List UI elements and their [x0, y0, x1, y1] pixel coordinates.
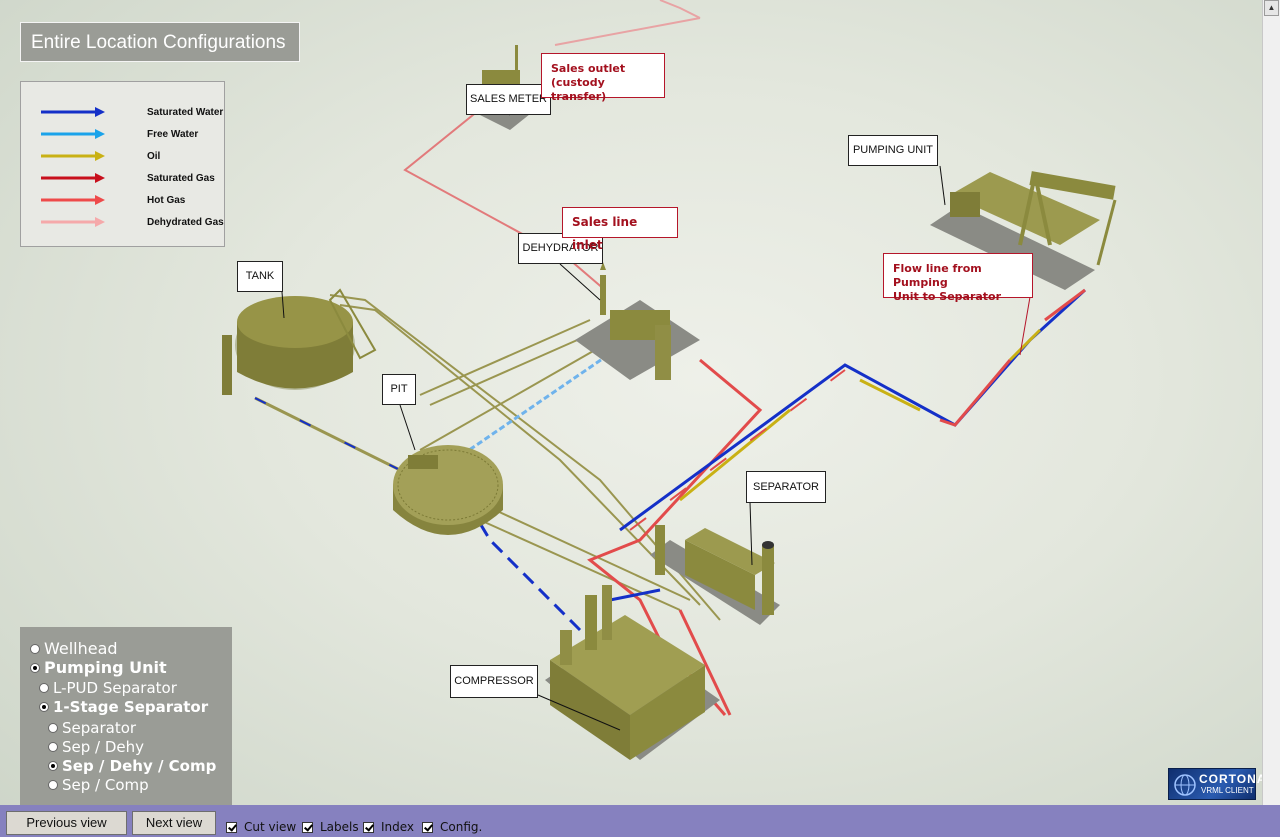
legend-label: Saturated Gas — [147, 172, 215, 184]
page-title: Entire Location Configurations — [20, 22, 300, 62]
checkbox-icon[interactable] — [422, 821, 433, 833]
tank-equipment[interactable] — [222, 288, 377, 395]
nav-pumping-unit[interactable]: Pumping Unit — [30, 658, 167, 677]
next-view-button[interactable]: Next view — [132, 811, 216, 835]
radio-icon[interactable] — [39, 702, 49, 712]
arrow-icon — [41, 173, 105, 183]
callout-line-2: (custody transfer) — [551, 76, 607, 103]
brand-name: CORTONA — [1199, 772, 1267, 786]
vertical-scrollbar[interactable]: ▲ — [1262, 0, 1280, 805]
pit-equipment[interactable] — [393, 445, 503, 535]
label-separator[interactable]: SEPARATOR — [746, 471, 826, 503]
legend-label: Saturated Water — [147, 106, 224, 118]
flow-line-pumping-unit — [619, 288, 1087, 532]
radio-icon[interactable] — [39, 683, 49, 693]
checkbox-icon[interactable] — [363, 821, 374, 833]
index-checkbox[interactable]: Index — [363, 820, 414, 834]
callout-line-1: Sales outlet — [551, 62, 626, 75]
radio-icon[interactable] — [30, 643, 40, 654]
callout-flow-line: Flow line from Pumping Unit to Separator — [883, 253, 1033, 303]
cut-view-checkbox[interactable]: Cut view — [226, 820, 296, 834]
legend-item-dehydrated-gas: Dehydrated Gas — [41, 213, 224, 231]
label-sales-meter[interactable]: SALES METER — [466, 84, 551, 115]
callout-line-2: Unit to Separator — [893, 290, 1002, 303]
arrow-icon — [41, 151, 105, 161]
radio-icon[interactable] — [48, 723, 58, 733]
legend-item-hot-gas: Hot Gas — [41, 191, 185, 209]
legend-item-free-water: Free Water — [41, 125, 198, 143]
checkbox-icon[interactable] — [302, 821, 313, 833]
nav-wellhead[interactable]: Wellhead — [30, 639, 118, 658]
legend-label: Dehydrated Gas — [147, 216, 224, 228]
label-dehydrator[interactable]: DEHYDRATOR — [518, 233, 603, 264]
compressor-equipment[interactable] — [545, 585, 720, 760]
nav-separator[interactable]: Separator — [48, 719, 136, 737]
radio-icon[interactable] — [48, 780, 58, 790]
scene-3d[interactable] — [0, 0, 1262, 805]
brand-sub: VRML CLIENT — [1201, 786, 1254, 795]
label-tank[interactable]: TANK — [237, 261, 283, 292]
legend-item-saturated-gas: Saturated Gas — [41, 169, 215, 187]
legend-label: Free Water — [147, 128, 199, 140]
radio-icon[interactable] — [48, 761, 58, 771]
checkbox-icon[interactable] — [226, 821, 237, 833]
callout-sales-outlet: Sales outlet (custody transfer) — [541, 53, 665, 103]
dehydrated-gas-line — [403, 84, 606, 291]
label-compressor[interactable]: COMPRESSOR — [450, 665, 538, 698]
pumping-unit-equipment[interactable] — [930, 171, 1117, 290]
nav-lpud-separator[interactable]: L-PUD Separator — [39, 679, 177, 697]
tank-pit-pipe — [254, 396, 401, 472]
vrml-3d-viewport[interactable] — [0, 0, 1262, 805]
bottom-toolbar: Previous view Next view Cut view Labels … — [0, 805, 1280, 837]
nav-sep-dehy[interactable]: Sep / Dehy — [48, 738, 144, 756]
label-pumping-unit[interactable]: PUMPING UNIT — [848, 135, 938, 166]
arrow-icon — [41, 107, 105, 117]
callout-line-1: Flow line from Pumping — [893, 262, 982, 289]
radio-icon[interactable] — [48, 742, 58, 752]
radio-icon[interactable] — [30, 662, 40, 673]
dehydrator-equipment[interactable] — [575, 262, 700, 380]
callout-sales-line-inlet: Sales line inlet — [562, 207, 678, 252]
free-water-line — [439, 338, 631, 472]
legend-label: Hot Gas — [147, 194, 186, 206]
config-checkbox[interactable]: Config. — [422, 820, 482, 834]
legend-item-saturated-water: Saturated Water — [41, 103, 223, 121]
nav-sep-dehy-comp[interactable]: Sep / Dehy / Comp — [48, 757, 216, 775]
nav-1-stage-separator[interactable]: 1-Stage Separator — [39, 698, 208, 716]
labels-checkbox[interactable]: Labels — [302, 820, 359, 834]
label-pit[interactable]: PIT — [382, 374, 416, 405]
sales-gas-line-top — [659, 0, 701, 19]
nav-sep-comp[interactable]: Sep / Comp — [48, 776, 149, 794]
arrow-icon — [41, 195, 105, 205]
arrow-icon — [41, 217, 105, 227]
arrow-icon — [41, 129, 105, 139]
legend-panel: Saturated Water Free Water Oil Saturated… — [20, 81, 225, 247]
configuration-nav-panel: Wellhead Pumping Unit L-PUD Separator 1-… — [20, 627, 232, 805]
legend-label: Oil — [147, 150, 161, 162]
legend-item-oil: Oil — [41, 147, 160, 165]
separator-equipment[interactable] — [650, 525, 780, 625]
scroll-up-icon[interactable]: ▲ — [1264, 0, 1279, 16]
globe-icon — [1174, 774, 1196, 796]
previous-view-button[interactable]: Previous view — [6, 811, 127, 835]
cortona-logo: CORTONA VRML CLIENT — [1168, 768, 1265, 800]
